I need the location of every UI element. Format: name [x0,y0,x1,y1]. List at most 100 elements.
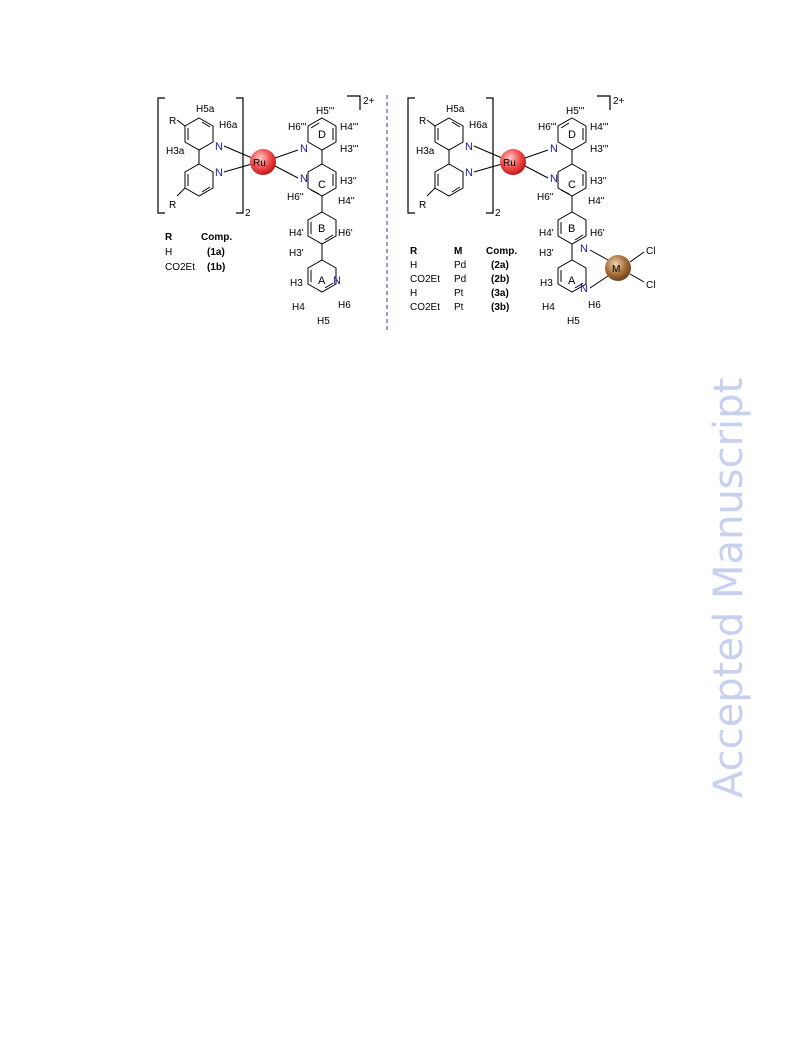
left-bracket [407,97,415,214]
proton-h6pp: H6'' [537,192,554,203]
row-2-m: Pd [454,274,466,285]
proton-h6: H6 [588,300,601,311]
proton-h4p: H4' [539,228,554,239]
ring-a: A [318,275,326,287]
ring-d: D [318,129,326,141]
ring-b: B [318,223,325,235]
row-3-comp: (3a) [491,288,509,299]
substituent-r-top: R [419,116,426,127]
proton-h5: H5 [317,316,330,327]
proton-h6ppp: H6''' [538,122,557,133]
ring-b: B [568,223,575,235]
ruthenium-sphere [250,149,276,175]
ruthenium-label: Ru [253,158,266,169]
row-2-r: CO2Et [410,274,440,285]
ruthenium-label: Ru [503,158,516,169]
proton-h5ppp: H5''' [316,106,335,117]
n-ring-d: N [550,143,558,155]
ring-d: D [568,129,576,141]
accepted-manuscript-watermark: Accepted Manuscript [706,378,752,798]
row-2-comp: (1b) [207,262,225,273]
chloride-bottom: Cl [646,280,655,291]
row-4-r: CO2Et [410,302,440,313]
proton-h4p: H4' [289,228,304,239]
n-ring-a: N [333,275,341,287]
header-r: R [165,232,173,243]
proton-h3p: H3' [539,248,554,259]
proton-h4ppp: H4''' [590,122,609,133]
row-3-r: H [410,288,417,299]
chloride-top: Cl [646,246,655,257]
left-bracket [157,97,165,214]
proton-h3ppp: H3''' [340,144,359,155]
proton-h4ppp: H4''' [340,122,359,133]
proton-h5ppp: H5''' [566,106,585,117]
row-1-r: H [410,260,417,271]
proton-h3a: H3a [166,146,185,157]
n-ring-c: N [300,173,308,185]
proton-h6a: H6a [469,120,488,131]
metal-m-label: M [612,264,620,275]
substituent-r-bottom: R [169,200,176,211]
row-1-comp: (2a) [491,260,509,271]
proton-h3ppp: H3''' [590,144,609,155]
proton-h6ppp: H6''' [288,122,307,133]
charge: 2+ [363,96,375,107]
proton-h6a: H6a [219,120,238,131]
substituent-r-top: R [169,116,176,127]
n-bpy-1: N [465,141,473,153]
header-r: R [410,246,418,257]
bracket-subscript: 2 [495,208,501,219]
compound-table-1: R Comp. H (1a) CO2Et (1b) [165,232,232,273]
row-1-comp: (1a) [207,247,225,258]
complex-bracket [347,95,361,110]
header-comp: Comp. [201,232,232,243]
n-ring-a: N [580,283,588,295]
proton-h5a: H5a [446,104,465,115]
proton-h6p: H6' [590,228,605,239]
header-m: M [454,246,462,257]
ring-c: C [318,179,326,191]
charge: 2+ [613,96,625,107]
header-comp: Comp. [486,246,517,257]
proton-h4pp: H4'' [588,196,605,207]
n-ring-c: N [550,173,558,185]
right-bracket [236,97,244,214]
row-1-m: Pd [454,260,466,271]
row-2-r: CO2Et [165,262,195,273]
n-bpy-2: N [215,167,223,179]
proton-h4: H4 [542,302,555,313]
proton-h6: H6 [338,300,351,311]
metal-m-sphere [605,255,631,281]
watermark-text: Accepted Manuscript [706,378,752,798]
row-2-comp: (2b) [491,274,509,285]
row-1-r: H [165,247,172,258]
row-4-m: Pt [454,302,464,313]
proton-h3pp: H3'' [340,176,357,187]
proton-h3: H3 [290,278,303,289]
proton-h5a: H5a [196,104,215,115]
ruthenium-sphere [500,149,526,175]
n-bpy-1: N [215,141,223,153]
proton-h3p: H3' [289,248,304,259]
structure-2: 2+ 2 R R N N H5a H6a H3a Ru D N C N [407,95,655,327]
n-ring-d: N [300,143,308,155]
ring-a: A [568,275,576,287]
proton-h3a: H3a [416,146,435,157]
proton-h6p: H6' [338,228,353,239]
proton-h3pp: H3'' [590,176,607,187]
complex-bracket [597,95,611,110]
right-bracket [486,97,494,214]
n-ring-b: N [580,243,588,255]
proton-h4: H4 [292,302,305,313]
bracket-subscript: 2 [245,208,251,219]
substituent-r-bottom: R [419,200,426,211]
proton-h3: H3 [540,278,553,289]
proton-h5: H5 [567,316,580,327]
proton-h6pp: H6'' [287,192,304,203]
row-3-m: Pt [454,288,464,299]
structure-1: 2+ 2 R R N N H5a H6a H3a Ru [157,95,375,327]
ring-c: C [568,179,576,191]
n-bpy-2: N [465,167,473,179]
